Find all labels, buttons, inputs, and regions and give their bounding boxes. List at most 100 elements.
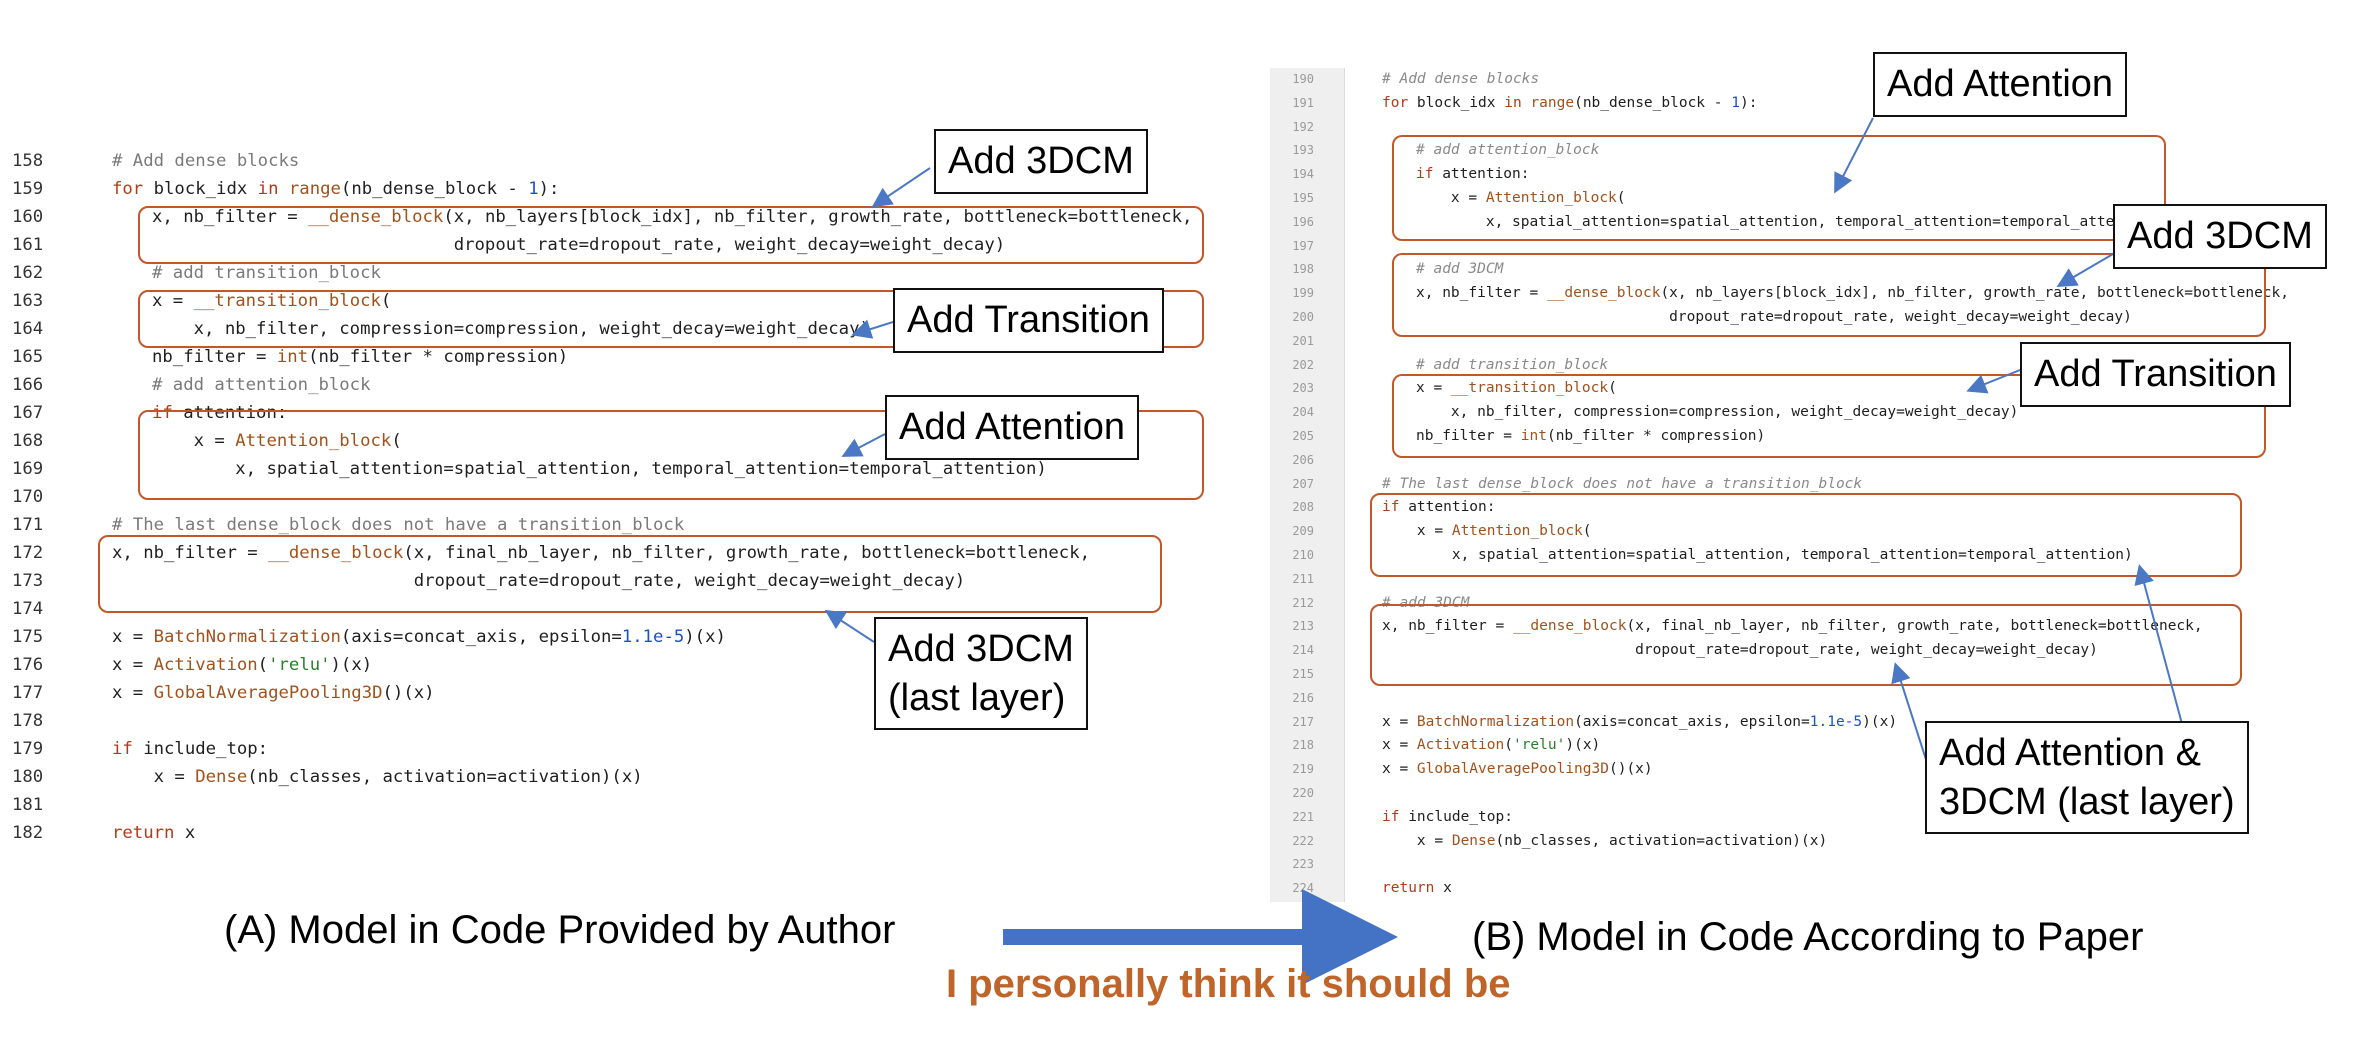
line-number: 202 [1292, 357, 1314, 372]
code-text: x = Activation('relu')(x) [112, 655, 373, 675]
line-number: 221 [1292, 809, 1314, 824]
callout-add-attention: Add Attention [885, 395, 1140, 460]
line-number: 179 [12, 739, 44, 759]
line-number: 168 [12, 431, 44, 451]
line-number: 173 [12, 571, 44, 591]
line-number: 170 [12, 487, 44, 507]
code-text: # The last dense_block does not have a t… [1382, 475, 1863, 492]
code-text: x = GlobalAveragePooling3D()(x) [112, 683, 435, 703]
code-text: x = Attention_block( [1416, 190, 1626, 206]
line-number-gutter [1270, 68, 1345, 902]
line-number: 171 [12, 515, 44, 535]
highlight-box-last-dense-block [98, 535, 1162, 613]
code-text: x, nb_filter, compression=compression, w… [1416, 404, 2019, 421]
callout-b-add-attention: Add Attention [1873, 52, 2128, 117]
code-text: if attention: [1382, 499, 1496, 516]
code-text: x, spatial_attention=spatial_attention, … [1416, 213, 2167, 230]
highlight-box-transition-block [138, 290, 1204, 348]
code-text: x = __transition_block( [152, 291, 392, 311]
callout-arrow [1966, 369, 2021, 394]
code-text: x = Attention_block( [152, 431, 402, 451]
line-number: 222 [1292, 833, 1314, 848]
line-number: 199 [1292, 286, 1314, 301]
callout-b-add-transition: Add Transition [2020, 342, 2291, 407]
callout-arrow [871, 167, 931, 208]
code-text: if attention: [152, 403, 288, 423]
code-panel-b: 190 # Add dense blocks 191 for block_idx in… [1270, 68, 2290, 902]
callout-arrow [2134, 564, 2186, 736]
line-number: 176 [12, 655, 44, 675]
line-number: 215 [1292, 667, 1314, 681]
code-text: x, spatial_attention=spatial_attention, … [1382, 547, 2133, 563]
code-text: dropout_rate=dropout_rate, weight_decay=… [1416, 309, 2132, 325]
line-number: 208 [1292, 500, 1314, 515]
highlight-box-b-transition [1392, 374, 2266, 458]
code-text: # add attention_block [1416, 142, 1600, 159]
line-number: 167 [12, 403, 44, 423]
callout-b-add-attention-3dcm-last: Add Attention & 3DCM (last layer) [1925, 721, 2249, 835]
line-number: 191 [1292, 95, 1314, 110]
line-number: 219 [1292, 762, 1314, 777]
callout-arrow [851, 319, 894, 339]
caption-panel-a: (A) Model in Code Provided by Author [224, 908, 896, 952]
line-number: 206 [1292, 452, 1314, 467]
code-text: dropout_rate=dropout_rate, weight_decay=… [1382, 642, 2098, 659]
code-text: x, nb_filter = __dense_block(x, final_nb… [1382, 618, 2203, 635]
line-number: 175 [12, 627, 44, 647]
callout-add-3dcm: Add 3DCM [934, 129, 1148, 194]
code-text: # The last dense_block does not have a t… [112, 515, 685, 535]
line-number: 162 [12, 263, 44, 283]
line-number: 190 [1292, 72, 1314, 86]
line-number: 216 [1292, 690, 1314, 705]
code-text: x = Dense(nb_classes, activation=activat… [112, 767, 643, 787]
code-text: x, nb_filter = __dense_block(x, nb_layer… [1416, 285, 2289, 302]
line-number: 195 [1292, 191, 1314, 205]
line-number: 218 [1292, 738, 1314, 753]
highlight-box-attention-block [138, 410, 1204, 500]
code-text: nb_filter = int(nb_filter * compression) [152, 347, 569, 367]
code-text: return x [112, 823, 196, 843]
line-number: 193 [1292, 143, 1314, 158]
line-number: 223 [1292, 857, 1314, 872]
line-number: 203 [1292, 381, 1314, 396]
highlight-box-b-dense-block [1392, 253, 2266, 337]
code-text: x = GlobalAveragePooling3D()(x) [1382, 761, 1653, 778]
callout-add-3dcm-last-layer: Add 3DCM (last layer) [874, 617, 1088, 731]
caption-panel-b: (B) Model in Code According to Paper [1472, 915, 2144, 959]
highlight-box-b-attention [1392, 135, 2166, 241]
code-text: x = BatchNormalization(axis=concat_axis,… [112, 627, 726, 647]
line-number: 181 [12, 795, 44, 815]
line-number: 165 [12, 347, 44, 367]
code-text: if attention: [1416, 166, 1530, 183]
highlight-box-b-last-dense-block [1370, 604, 2242, 686]
line-number: 212 [1292, 595, 1314, 610]
line-number: 166 [12, 375, 44, 395]
code-text: # Add dense blocks [1382, 71, 1540, 87]
code-text: x = Activation('relu')(x) [1382, 737, 1601, 754]
highlight-box-b-last-attention [1370, 493, 2242, 577]
line-number: 180 [12, 767, 44, 787]
code-text: # add 3DCM [1382, 594, 1470, 611]
line-number: 211 [1292, 571, 1314, 586]
line-number: 214 [1292, 643, 1314, 658]
code-text: # add attention_block [152, 375, 371, 395]
callout-arrow [841, 433, 886, 457]
code-text: # add transition_block [1416, 356, 1609, 373]
code-text: if include_top: [1382, 808, 1513, 825]
line-number: 163 [12, 291, 44, 311]
code-text: dropout_rate=dropout_rate, weight_decay=… [112, 571, 966, 591]
line-number: 161 [12, 235, 44, 255]
line-number: 205 [1292, 429, 1314, 443]
code-text: # add 3DCM [1416, 261, 1504, 278]
code-text: # add transition_block [152, 263, 381, 283]
code-text: if include_top: [112, 739, 269, 759]
line-number: 200 [1292, 310, 1314, 324]
line-number: 177 [12, 683, 44, 703]
line-number: 217 [1292, 714, 1314, 729]
code-text: for block_idx in range(nb_dense_block - … [1382, 94, 1758, 111]
code-text: # Add dense blocks [112, 151, 300, 171]
line-number: 182 [12, 823, 44, 843]
code-text: x, nb_filter = __dense_block(x, nb_layer… [152, 207, 1193, 227]
highlight-box-dense-block [138, 206, 1204, 264]
callout-b-add-3dcm: Add 3DCM [2113, 204, 2327, 269]
